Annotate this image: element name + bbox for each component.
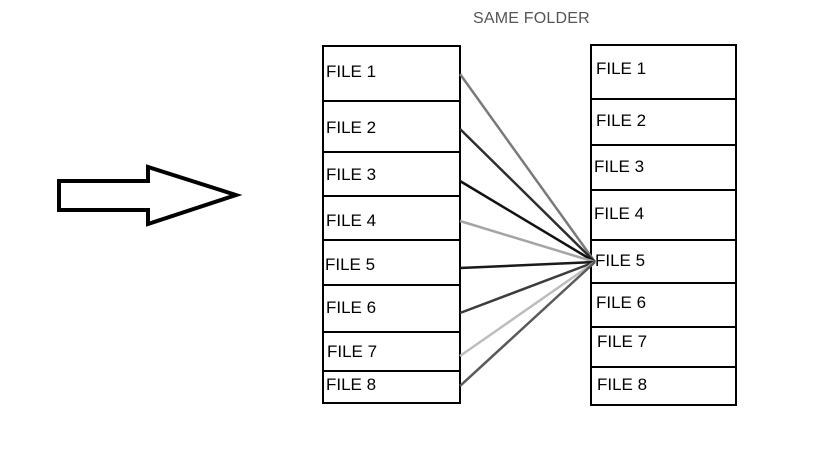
right-file-7-label: FILE 7 xyxy=(597,332,648,351)
folder-title: SAME FOLDER xyxy=(473,10,590,27)
link-file-8 xyxy=(459,261,596,387)
link-file-2 xyxy=(459,128,596,263)
left-file-column xyxy=(322,45,461,404)
right-file-8-label: FILE 8 xyxy=(597,375,648,394)
file-links xyxy=(458,73,597,387)
right-file-1-label: FILE 1 xyxy=(596,59,647,78)
right-column-frame xyxy=(590,44,737,406)
link-file-5 xyxy=(459,260,596,270)
link-file-6 xyxy=(459,260,596,315)
right-file-5-label: FILE 5 xyxy=(595,251,646,270)
left-file-4-label: FILE 4 xyxy=(326,211,377,230)
left-file-8-label: FILE 8 xyxy=(326,375,377,394)
right-file-6-label: FILE 6 xyxy=(596,293,647,312)
right-file-3-label: FILE 3 xyxy=(594,157,645,176)
right-arrow-icon xyxy=(57,164,243,227)
left-file-5-label: FILE 5 xyxy=(325,255,376,274)
left-file-3-label: FILE 3 xyxy=(326,165,377,184)
link-file-1 xyxy=(458,73,597,263)
link-file-7 xyxy=(459,260,596,358)
left-column-frame xyxy=(322,45,461,404)
right-file-4-label: FILE 4 xyxy=(594,204,645,223)
left-file-2-label: FILE 2 xyxy=(326,118,377,137)
left-file-7-label: FILE 7 xyxy=(327,342,378,361)
left-file-1-label: FILE 1 xyxy=(326,62,377,81)
left-file-6-label: FILE 6 xyxy=(326,298,377,317)
link-file-3 xyxy=(459,179,596,264)
right-file-2-label: FILE 2 xyxy=(596,111,647,130)
link-file-4 xyxy=(459,219,596,264)
right-file-column xyxy=(590,44,737,406)
